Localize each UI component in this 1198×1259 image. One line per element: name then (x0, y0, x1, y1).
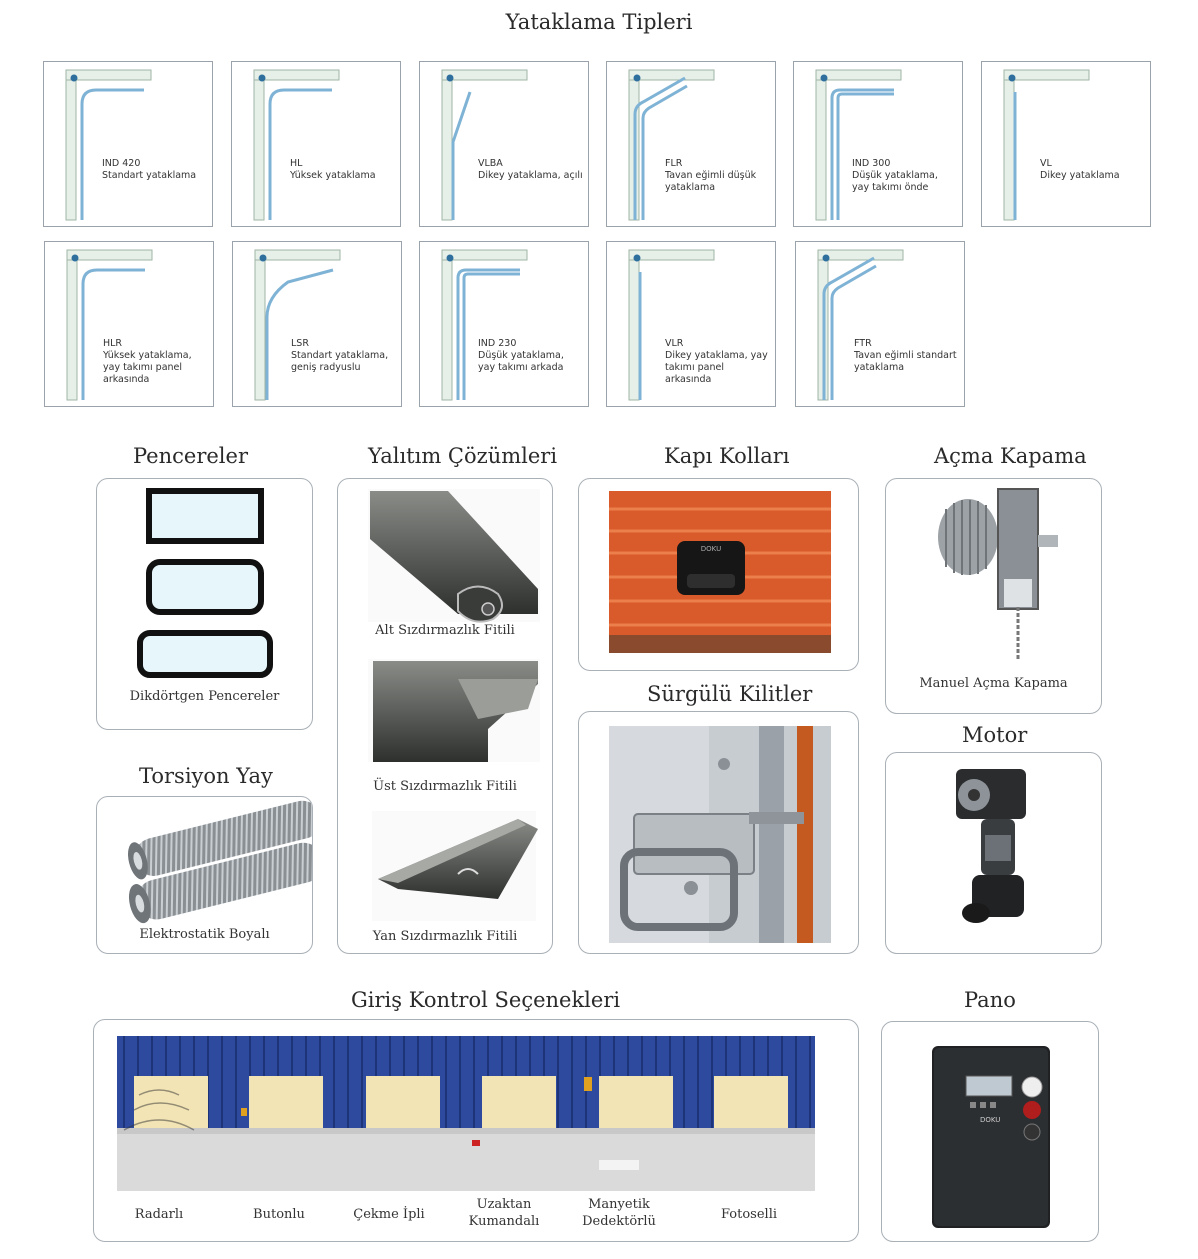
rail-diagram (253, 69, 340, 221)
seal-caption-side: Yan Sızdırmazlık Fitili (372, 929, 518, 944)
access-option-label: Uzaktan Kumandalı (468, 1197, 540, 1229)
dock-door (714, 1076, 788, 1128)
rail-type-code: IND 230 (478, 338, 517, 349)
dock-door (134, 1076, 208, 1128)
rail-type-description: Düşük yataklama, yay takımı arkada (478, 350, 564, 373)
rail-type-code: LSR (291, 338, 309, 349)
windows-box: Dikdörtgen Pencereler (96, 478, 313, 730)
motor-image (956, 769, 1026, 923)
rail-type-description: Dikey yataklama, yay takımı panel arkası… (665, 350, 768, 385)
panel-brand: DOKU (980, 1116, 1000, 1124)
access-option-label: Manyetik Dedektörlü (582, 1197, 656, 1229)
spring-box: Elektrostatik Boyalı (96, 796, 324, 954)
rail-type-code: VLR (665, 338, 684, 349)
dock-door (249, 1076, 323, 1128)
rail-diagram (815, 69, 902, 221)
loading-dock-image (117, 1036, 815, 1191)
handle-brand: DOKU (701, 545, 721, 553)
seal-caption-top: Üst Sızdırmazlık Fitili (373, 779, 517, 794)
dock-door (599, 1076, 673, 1128)
rail-diagram (441, 69, 528, 221)
rail-diagram (628, 69, 715, 221)
rail-type-description: Tavan eğimli düşük yataklama (665, 170, 757, 193)
section-title-locks: Sürgülü Kilitler (647, 682, 813, 706)
rail-type-description: Dikey yataklama, açılı (478, 170, 583, 181)
access-box: Radarlı Butonlu Çekme İpli Uzaktan Kumandal… (93, 1019, 859, 1242)
rail-diagram (628, 249, 715, 401)
section-title-windows: Pencereler (133, 444, 248, 468)
access-option-label: Radarlı (134, 1207, 184, 1222)
rail-type-code: IND 420 (102, 158, 141, 169)
rail-diagram (65, 69, 152, 221)
slide-lock-image (609, 726, 831, 943)
dock-door (366, 1076, 440, 1128)
rail-type-code: VL (1040, 158, 1052, 169)
dock-door (482, 1076, 556, 1128)
rail-type-description: Yüksek yataklama (290, 170, 376, 181)
rail-type-code: HLR (103, 338, 123, 349)
locks-box (578, 711, 859, 954)
section-title-spring: Torsiyon Yay (139, 764, 273, 788)
motor-box (885, 752, 1102, 954)
access-option-label: Fotoselli (720, 1207, 778, 1222)
torsion-spring-image (128, 800, 324, 924)
rail-diagram (66, 249, 153, 401)
access-option-label: Çekme İpli (353, 1207, 425, 1222)
access-option-label: Butonlu (253, 1207, 305, 1222)
rail-type-description: Yüksek yataklama, yay takımı panel arkas… (103, 350, 192, 385)
seal-caption-bottom: Alt Sızdırmazlık Fitili (375, 623, 515, 638)
windows-illustration (137, 488, 273, 678)
rail-type-code: IND 300 (852, 158, 891, 169)
rail-type-description: Tavan eğimli standart yataklama (854, 350, 957, 373)
rail-type-description: Düşük yataklama, yay takımı önde (852, 170, 938, 193)
panel-box: DOKU (881, 1021, 1099, 1242)
seal-images (368, 489, 540, 921)
handles-box: DOKU (578, 478, 859, 671)
windows-caption: Dikdörtgen Pencereler (129, 689, 280, 704)
section-title-opening: Açma Kapama (934, 444, 1087, 468)
page-title: Yataklama Tipleri (505, 10, 693, 34)
door-handle-image: DOKU (609, 491, 831, 653)
section-title-insulation: Yalıtım Çözümleri (368, 444, 558, 468)
rail-type-code: FTR (854, 338, 872, 349)
rail-type-code: FLR (665, 158, 683, 169)
section-title-motor: Motor (962, 723, 1028, 747)
rail-type-code: HL (290, 158, 303, 169)
manual-opener-image (938, 488, 1058, 661)
section-title-access: Giriş Kontrol Seçenekleri (351, 988, 621, 1012)
rail-diagram (441, 249, 528, 401)
rail-diagram (817, 249, 904, 401)
rail-type-description: Standart yataklama (102, 170, 197, 181)
rail-type-code: VLBA (478, 158, 503, 169)
section-title-handles: Kapı Kolları (664, 444, 790, 468)
control-panel-image: DOKU (932, 1046, 1050, 1228)
section-title-panel: Pano (964, 988, 1016, 1012)
rail-diagram (254, 249, 341, 401)
rail-type-description: Dikey yataklama (1040, 170, 1120, 181)
opening-box: Manuel Açma Kapama (885, 478, 1102, 714)
rail-type-description: Standart yataklama, geniş radyuslu (291, 350, 389, 373)
spring-caption: Elektrostatik Boyalı (139, 927, 270, 942)
opening-caption: Manuel Açma Kapama (919, 676, 1068, 691)
insulation-box: Alt Sızdırmazlık Fitili Üst Sızdırmazlık… (337, 478, 553, 954)
rail-diagram (1003, 69, 1090, 221)
